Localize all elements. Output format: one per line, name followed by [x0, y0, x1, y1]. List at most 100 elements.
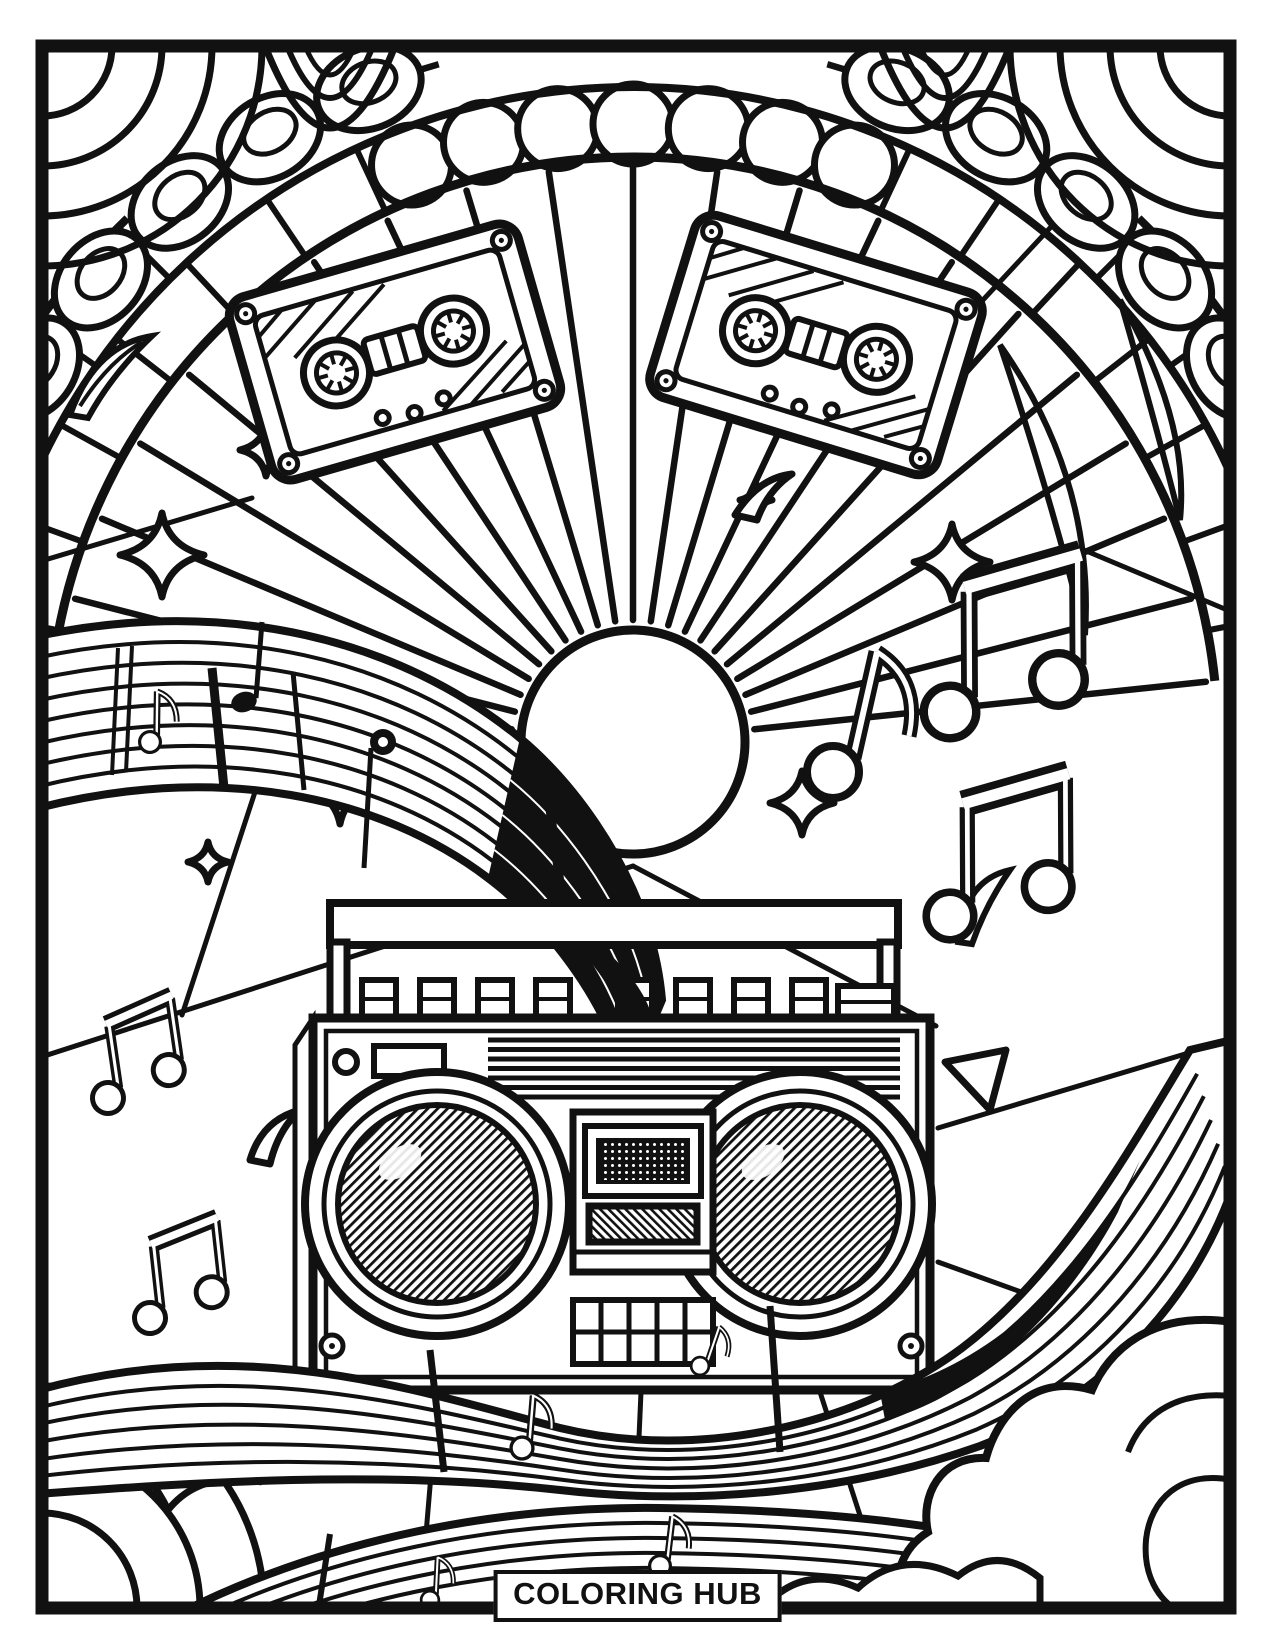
sun-ray — [723, 371, 1081, 668]
segment-line — [35, 495, 255, 565]
mask-left — [0, 0, 36, 1650]
cassette-tape-right — [645, 210, 987, 479]
note-stem — [110, 645, 134, 776]
cassette-tape-left — [225, 219, 566, 484]
garland-loop-inner — [241, 106, 299, 157]
corner-fan-arc — [1156, 45, 1231, 120]
handle-post-left — [326, 938, 351, 1024]
beamed-note — [117, 1217, 238, 1336]
cloud-bottom-right — [752, 1315, 1236, 1616]
sparkle — [910, 520, 994, 604]
drape — [899, 44, 991, 101]
screw-dot — [908, 1343, 914, 1349]
corner-fan-arc — [41, 45, 166, 170]
brick-divider — [58, 421, 123, 462]
mask-top — [0, 0, 1275, 40]
garland-loop-inner — [152, 169, 208, 223]
cloud-inner-arc — [1142, 1475, 1233, 1615]
sparkle — [184, 838, 232, 886]
sun-ray — [545, 168, 619, 625]
staff-dark-sweep — [578, 946, 652, 1016]
speaker-mesh — [335, 1102, 539, 1306]
brick-divider — [1143, 421, 1208, 462]
drape — [917, 45, 973, 78]
note-head-hole — [378, 737, 388, 747]
staff-line — [37, 1119, 1213, 1471]
chevron — [941, 1046, 1010, 1114]
dot-display — [596, 1138, 690, 1184]
sparkle — [116, 509, 208, 601]
leaf-vein — [78, 340, 144, 408]
corner-fan-arc — [1006, 45, 1231, 270]
note-stem — [361, 747, 374, 869]
speaker-highlight — [741, 1144, 785, 1180]
scallop-bump — [589, 80, 677, 168]
cloud-inner-arc — [1125, 1392, 1233, 1454]
segment-line — [179, 789, 258, 1018]
band-staff-lines — [37, 1072, 1227, 1489]
bar-line — [207, 667, 229, 789]
corner-fan-arc — [41, 45, 116, 120]
beamed-note — [913, 774, 1085, 942]
deck-button-grid — [570, 1297, 716, 1367]
corner-fan-arc — [41, 45, 216, 220]
corner-fan-arc — [1056, 45, 1231, 220]
staff-line — [37, 1165, 1227, 1489]
sun-ray — [751, 678, 1210, 733]
brick-divider — [957, 197, 1002, 259]
brick-divider — [264, 197, 309, 259]
note-stem — [253, 621, 265, 699]
chevron — [731, 470, 796, 524]
body-screws — [318, 1332, 925, 1360]
corner-fan-arc — [1106, 45, 1231, 170]
boombox-handle — [326, 899, 902, 1024]
drape — [261, 44, 399, 132]
knob — [332, 1048, 360, 1076]
note-head — [231, 691, 257, 713]
mask-right — [1236, 0, 1275, 1650]
main-arc — [46, 152, 1220, 682]
band-dark-sweep — [880, 1160, 1140, 1420]
drape — [284, 44, 376, 101]
bar-line — [426, 1349, 448, 1473]
cassette-deck — [569, 1108, 717, 1367]
drape — [876, 44, 1014, 132]
cloud-bumps — [752, 1557, 1044, 1616]
cloud-arc — [41, 1509, 141, 1609]
boombox — [292, 899, 936, 1398]
staff-line — [37, 1072, 1199, 1452]
bar-line — [540, 771, 567, 899]
bar-line — [290, 671, 307, 791]
drape — [302, 45, 358, 78]
chevron-shapes — [246, 470, 1010, 1168]
handle-bar — [326, 899, 902, 949]
ring-decorations — [0, 42, 1275, 682]
bar-line — [315, 1533, 333, 1613]
sliver — [1117, 298, 1185, 521]
staff-line — [37, 1142, 1220, 1480]
leaf — [65, 331, 162, 422]
speaker-highlight — [378, 1144, 422, 1180]
staff-notes-and-bars — [110, 621, 567, 899]
garland-loop-inner — [1058, 169, 1114, 223]
brand-badge: COLORING HUB — [493, 1570, 782, 1622]
boombox-top-buttons — [359, 977, 897, 1021]
bar-line — [766, 1305, 784, 1453]
corner-fan-arc — [41, 45, 266, 270]
sun-ray — [137, 440, 532, 683]
speaker-right — [664, 1068, 936, 1340]
dark-sweep-tail — [578, 946, 652, 1016]
brick-divider — [1029, 260, 1082, 317]
screw-dot — [329, 1343, 335, 1349]
speaker-left — [301, 1068, 573, 1340]
brick-divider — [1092, 336, 1151, 385]
staff-band-upper — [34, 1034, 1236, 1501]
deck-door — [585, 1202, 701, 1246]
speaker-mesh — [698, 1102, 902, 1306]
brick-divider — [184, 260, 237, 317]
garland-loop-inner — [867, 58, 927, 107]
staff-line — [37, 1095, 1206, 1461]
